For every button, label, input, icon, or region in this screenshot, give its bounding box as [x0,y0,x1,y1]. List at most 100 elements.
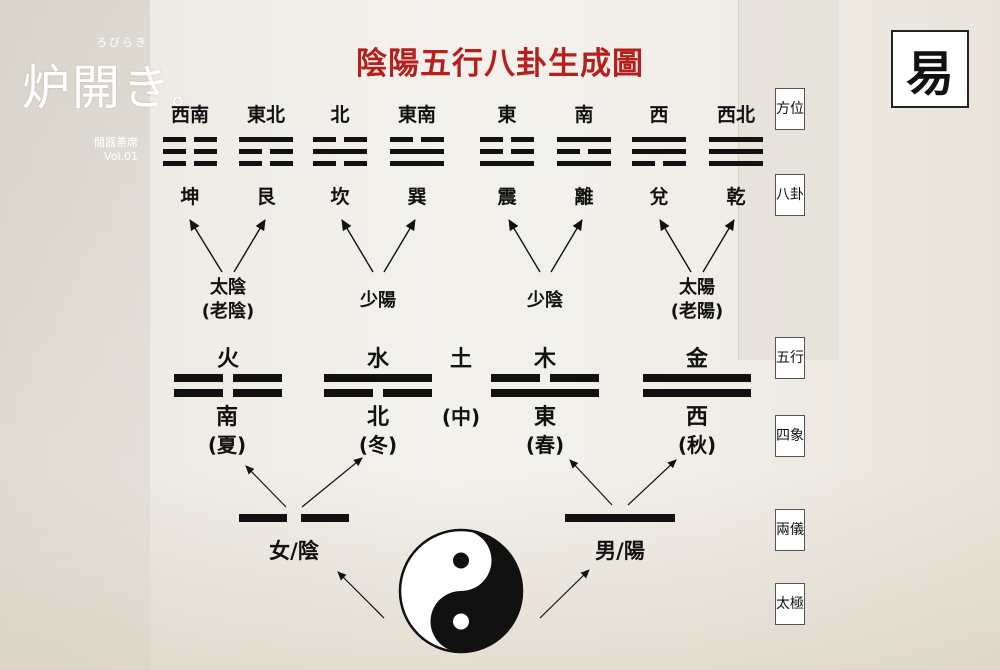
arrow [245,465,287,508]
season-label-center: (中) [442,404,480,430]
yin-line [239,514,287,522]
season-name: (秋) [677,433,717,457]
four-symbol-label: 太陽 (老陽) [671,276,723,324]
yang-line [557,137,611,142]
trigram-name: 震 [497,186,517,208]
season-label: 東 (春) [526,404,564,458]
season-label: 西 (秋) [678,404,716,458]
yin-label: 女/陰 [269,539,319,563]
season-name: (冬) [358,433,398,457]
season-name: (中) [441,405,481,429]
yin-line [239,161,262,166]
element-label: 木 [533,347,557,372]
season-name: (夏) [207,433,247,457]
trigram-name: 坎 [330,186,350,208]
four-symbol-label: 少陰 [527,289,563,313]
category-label-trigram: 八卦 [775,174,805,216]
four-symbol-name: 少陽 [360,290,396,311]
yin-line [270,161,293,166]
arrow [539,569,590,619]
arrow [508,219,541,273]
brand-dot: 。 [172,77,205,112]
yin-line [383,389,432,397]
season-direction: 南 [215,405,238,430]
yang-line [709,137,763,142]
taiji-symbol [398,528,524,654]
four-symbol-name: 太陰 [209,277,246,298]
arrow [189,219,223,273]
yin-line [270,149,293,154]
yin-line [233,389,282,397]
element-label: 土 [449,347,473,372]
arrow [337,571,385,619]
brand-subtitle: 閒器荼席 Vol.01 [94,136,138,164]
element-label: 金 [685,347,709,372]
yin-line [324,389,373,397]
brand-name: 炉開き [22,60,173,116]
four-symbol-label: 太陰 (老陰) [202,276,254,324]
direction-label: 東北 [246,104,286,126]
yang-line [491,389,599,397]
yin-line [174,374,223,382]
yin-line [344,137,367,142]
arrow [550,219,583,273]
yang-line [643,374,751,382]
four-symbol-name: 太陽 [678,277,715,298]
brand-sub-2: Vol.01 [104,150,138,163]
trigram-name: 離 [574,186,594,208]
category-label-four-symbols: 四象 [775,415,805,457]
yang-line [565,514,675,522]
yin-line [301,514,349,522]
yang-line [557,161,611,166]
yang-line [709,149,763,154]
yin-line [163,149,186,154]
season-direction: 西 [685,405,708,430]
yang-line [390,161,444,166]
yin-line [163,161,186,166]
arrow [569,459,613,506]
arrow [659,219,692,273]
trigram-symbols [163,137,763,166]
yin-line [511,149,534,154]
direction-label: 西北 [716,104,756,126]
yang-line [632,137,686,142]
four-symbol-alt: (老陰) [201,301,255,322]
yin-line [632,161,655,166]
yin-line [421,137,444,142]
season-label: 南 (夏) [208,404,246,458]
element-label: 火 [216,347,240,372]
arrow [383,219,416,273]
arrows-to-trigrams [189,219,735,273]
yin-line [313,161,336,166]
diagram-title: 陰陽五行八卦生成圖 [356,46,644,82]
trigram-name: 巽 [407,186,427,208]
yin-line [480,137,503,142]
yang-line [324,374,432,382]
yin-line [344,161,367,166]
category-label-direction: 方位 [775,88,805,130]
yin-line [194,149,217,154]
brand-ruby: ろびらき [96,36,148,49]
yang-line [239,137,293,142]
yang-line [632,149,686,154]
season-label: 北 (冬) [359,404,397,458]
brand-logo: 炉開き。 [22,48,204,118]
category-label-two-forms: 兩儀 [775,509,805,551]
arrow [627,459,677,506]
arrow [233,219,266,273]
yang-label: 男/陽 [595,539,645,563]
two-form-bars [239,514,675,522]
yang-line [313,149,367,154]
yin-line [663,161,686,166]
season-direction: 東 [533,405,556,430]
yin-line [313,137,336,142]
yin-line [557,149,580,154]
yin-line [163,137,186,142]
yin-line [233,374,282,382]
four-symbol-name: 少陰 [527,290,563,311]
four-symbol-alt: (老陽) [670,301,724,322]
four-symbol-bars [174,374,751,397]
yang-line [643,389,751,397]
yin-line [480,149,503,154]
trigram-name: 艮 [256,186,276,208]
